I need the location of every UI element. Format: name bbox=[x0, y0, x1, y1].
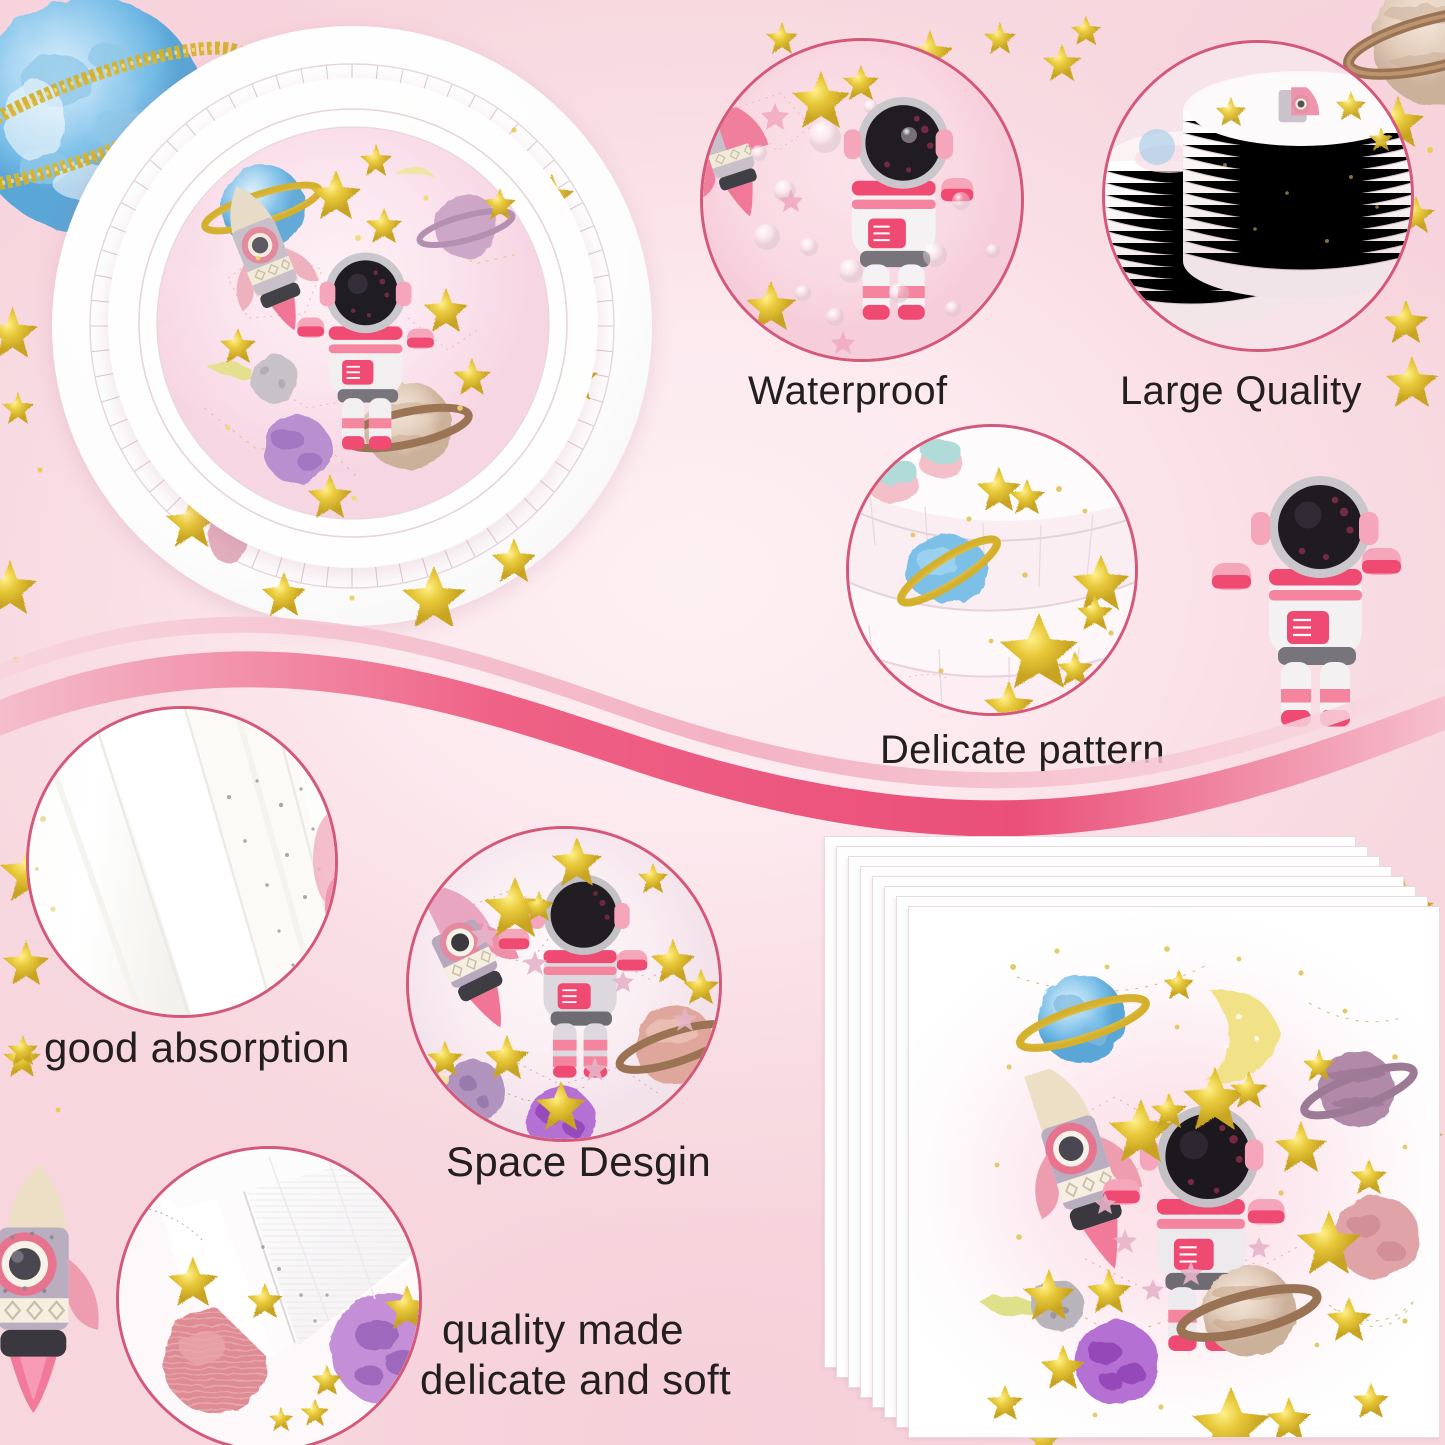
plate-astronaut-icon bbox=[297, 252, 434, 450]
label-quality-made-line2: delicate and soft bbox=[420, 1355, 731, 1403]
callout-quality-made bbox=[116, 1146, 422, 1445]
decor-tan-saturn-icon bbox=[1343, 0, 1445, 106]
napkin-space-print bbox=[979, 946, 1419, 1437]
label-large-quality: Large Quality bbox=[1120, 369, 1362, 413]
plate-rocket-icon bbox=[230, 186, 319, 331]
callout-good-absorption bbox=[26, 706, 338, 1018]
callout-large-quality bbox=[1102, 40, 1414, 352]
label-waterproof: Waterproof bbox=[748, 369, 948, 413]
decor-rocket-icon bbox=[0, 1164, 99, 1413]
napkin-rocket-icon bbox=[1024, 1068, 1143, 1269]
waterproof-astronaut-icon bbox=[843, 97, 974, 320]
decor-astronaut-icon bbox=[1212, 476, 1401, 727]
napkin-stack bbox=[824, 836, 1440, 1438]
label-quality-made-line1: quality made bbox=[442, 1306, 684, 1353]
water-droplets bbox=[751, 100, 1000, 326]
napkin-front-sheet bbox=[908, 906, 1440, 1438]
bullet-star-icon bbox=[8, 1035, 38, 1065]
callout-delicate-pattern bbox=[846, 424, 1138, 716]
space-design-astronaut-icon bbox=[498, 874, 648, 1078]
plate-space-print bbox=[201, 144, 519, 518]
small-plate bbox=[108, 78, 598, 568]
waterproof-rocket-icon bbox=[703, 106, 769, 217]
callout-waterproof bbox=[700, 38, 1024, 362]
label-good-absorption: good absorption bbox=[44, 1024, 350, 1071]
label-space-design: Space Desgin bbox=[446, 1138, 712, 1185]
wave-divider bbox=[0, 616, 1445, 837]
callout-space-design bbox=[406, 826, 722, 1142]
